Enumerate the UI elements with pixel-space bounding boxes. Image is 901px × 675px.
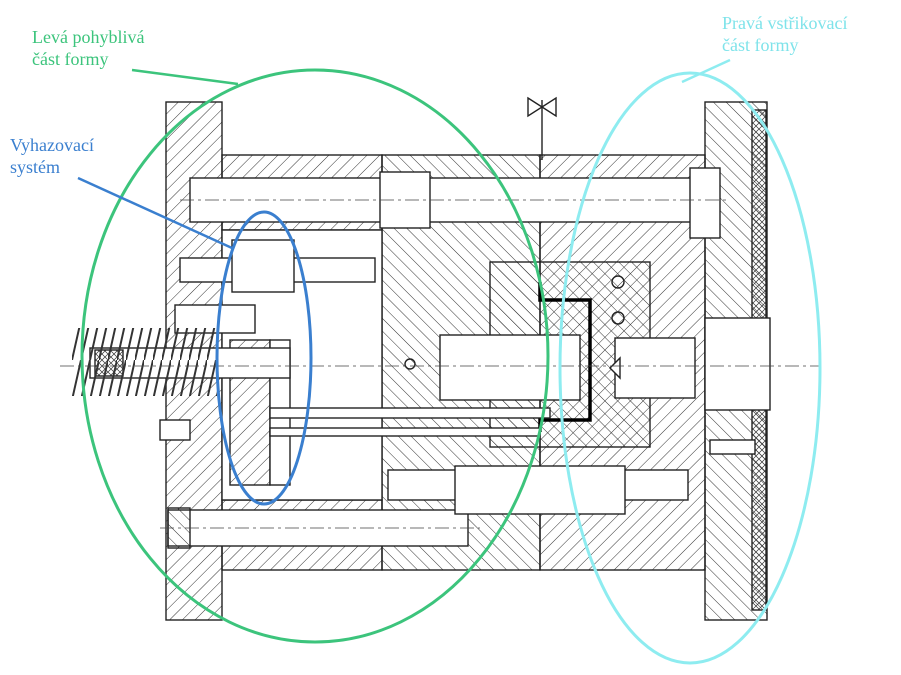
leader-left-part bbox=[131, 68, 239, 86]
mold-cavity bbox=[439, 334, 581, 401]
leader-right-part bbox=[681, 58, 731, 84]
cooling-channel-1 bbox=[611, 275, 625, 289]
ejector-spring bbox=[72, 328, 217, 396]
label-left-line1: Levá pohyblivá bbox=[32, 27, 145, 47]
screw-right bbox=[709, 439, 756, 455]
label-ejector-line1: Vyhazovací bbox=[10, 135, 94, 155]
label-ejector-line2: systém bbox=[10, 157, 61, 177]
valve-symbol bbox=[527, 96, 557, 118]
label-right-line1: Pravá vstřikovací bbox=[722, 13, 848, 33]
label-left-line2: část formy bbox=[32, 49, 109, 69]
right-part-ellipse bbox=[558, 71, 822, 665]
label-ejector-system: Vyhazovací systém bbox=[10, 134, 94, 178]
cooling-channel-2 bbox=[611, 311, 625, 325]
label-right-line2: část formy bbox=[722, 35, 799, 55]
label-right-injection-part: Pravá vstřikovací část formy bbox=[722, 12, 847, 56]
label-left-moving-part: Levá pohyblivá část formy bbox=[32, 26, 144, 70]
cooling-channel-3 bbox=[404, 358, 416, 370]
ejector-pin-1 bbox=[269, 407, 551, 419]
screw-left-2 bbox=[159, 419, 191, 441]
ejector-pin-2 bbox=[269, 427, 541, 437]
molded-part-outline bbox=[538, 282, 592, 432]
sprue-bushing bbox=[614, 337, 696, 399]
left-part-ellipse bbox=[80, 68, 550, 644]
ejector-system-ellipse bbox=[215, 210, 313, 506]
leader-ejector bbox=[77, 176, 233, 250]
locating-ring bbox=[704, 317, 771, 411]
